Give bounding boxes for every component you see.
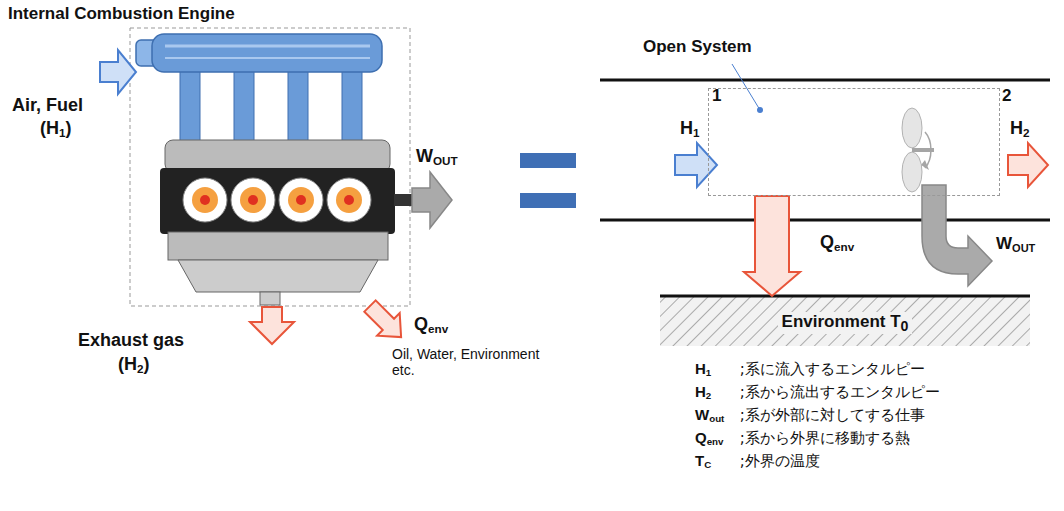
- edge-label: Qenv: [820, 232, 854, 253]
- equals-sign: [520, 153, 576, 168]
- system-boundary-box: Open System: [708, 88, 1000, 196]
- heat-flow-arrow: [744, 196, 800, 296]
- turbine-fan: [902, 108, 934, 192]
- environment-label: Environment T0: [778, 312, 913, 334]
- flow-label: H2: [1010, 118, 1030, 139]
- crankshaft: [394, 194, 412, 206]
- equals-sign: [520, 193, 576, 208]
- flow-label: (H1): [40, 118, 72, 139]
- leader-line: [732, 64, 760, 110]
- pipe-wall: [600, 219, 1050, 222]
- cylinders: [183, 178, 371, 222]
- flow-label: Qenv: [414, 314, 448, 335]
- ground-line: [660, 295, 1030, 298]
- cylinder-head: [165, 140, 390, 172]
- work-arrow: [922, 185, 992, 286]
- flow-label: H1: [680, 118, 700, 139]
- system-label: Open System: [643, 37, 752, 57]
- cylinder-block: [160, 168, 395, 234]
- runners: [180, 68, 362, 148]
- manifold-highlight: [165, 45, 370, 48]
- leader-dot: [757, 107, 763, 113]
- environment-hatching: [660, 296, 1030, 346]
- exhaust-arrow: [250, 307, 294, 344]
- inflow-arrow: [675, 143, 717, 187]
- legend-text: TC ;外界の温度: [695, 452, 820, 470]
- heat-arrow: [359, 295, 413, 349]
- oil-pan: [178, 260, 378, 292]
- legend-text: Wout ;系が外部に対してする仕事: [695, 406, 925, 424]
- manifold-highlight: [165, 57, 370, 59]
- legend-text: H1 ;系に流入するエンタルピー: [695, 360, 925, 378]
- system-boundary: [130, 28, 410, 306]
- legend-text: Qenv ;系から外界に移動する熱: [695, 429, 910, 447]
- exhaust-stub: [260, 292, 280, 305]
- work-arrow: [412, 172, 452, 228]
- flow-label: WOUT: [416, 146, 458, 167]
- flow-label: Oil, Water, Environment etc.: [392, 346, 562, 378]
- panel-title: Internal Combustion Engine: [8, 4, 235, 24]
- flow-label: Air, Fuel: [12, 95, 83, 116]
- crankcase: [168, 232, 388, 260]
- flow-label: (H2): [118, 354, 150, 375]
- flow-label: 2: [1002, 86, 1011, 106]
- flow-label: Exhaust gas: [78, 330, 184, 351]
- intake-manifold: [152, 34, 382, 72]
- environment-band: Environment T0: [660, 296, 1030, 346]
- legend-text: H2 ;系から流出するエンタルピー: [695, 383, 940, 401]
- pipe-wall: [600, 79, 1050, 82]
- flow-label: WOUT: [996, 234, 1035, 254]
- outflow-arrow: [1008, 143, 1048, 187]
- intake-arrow: [100, 50, 136, 94]
